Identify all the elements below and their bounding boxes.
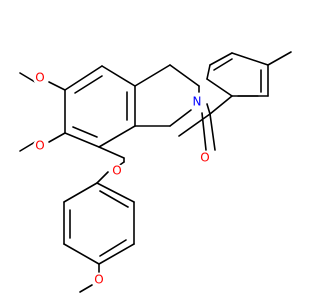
bond bbox=[96, 171, 109, 184]
bond bbox=[19, 141, 36, 152]
bond bbox=[96, 182, 135, 203]
bond bbox=[134, 64, 171, 87]
methoxy-oxygen-upper-label: O bbox=[35, 71, 44, 85]
bond bbox=[178, 113, 211, 137]
bond bbox=[99, 190, 129, 208]
bond bbox=[74, 75, 103, 94]
bond bbox=[48, 132, 66, 143]
bond-group bbox=[19, 51, 292, 293]
bond bbox=[63, 243, 100, 265]
bond bbox=[98, 243, 135, 265]
bond bbox=[201, 112, 207, 151]
bond bbox=[209, 95, 233, 115]
bond bbox=[19, 72, 36, 83]
carbonyl-oxygen-label: O bbox=[200, 151, 209, 165]
bond bbox=[206, 78, 233, 97]
ether-oxygen-label: O bbox=[112, 164, 121, 178]
bond bbox=[63, 182, 98, 203]
methoxy-oxygen-lower-label: O bbox=[35, 139, 44, 153]
bond bbox=[267, 51, 292, 66]
bond bbox=[213, 58, 233, 71]
molecule-structure: O O N O O O bbox=[19, 51, 292, 293]
bond bbox=[209, 52, 233, 66]
bond bbox=[98, 146, 125, 159]
bond bbox=[209, 113, 216, 151]
bond bbox=[64, 132, 100, 148]
atom-labels: O O N O O O bbox=[33, 71, 212, 287]
bond bbox=[206, 103, 211, 115]
bond bbox=[206, 64, 211, 80]
bond bbox=[101, 65, 136, 87]
anisole-oxygen-label: O bbox=[94, 273, 103, 287]
ring-nitrogen-label: N bbox=[193, 95, 202, 109]
bond bbox=[231, 52, 269, 66]
bond bbox=[48, 81, 66, 91]
bond bbox=[98, 125, 136, 148]
bond bbox=[169, 64, 200, 87]
bond bbox=[64, 65, 103, 91]
bond bbox=[79, 284, 93, 293]
bond bbox=[72, 126, 98, 138]
bond bbox=[169, 109, 192, 127]
bond bbox=[99, 239, 127, 257]
